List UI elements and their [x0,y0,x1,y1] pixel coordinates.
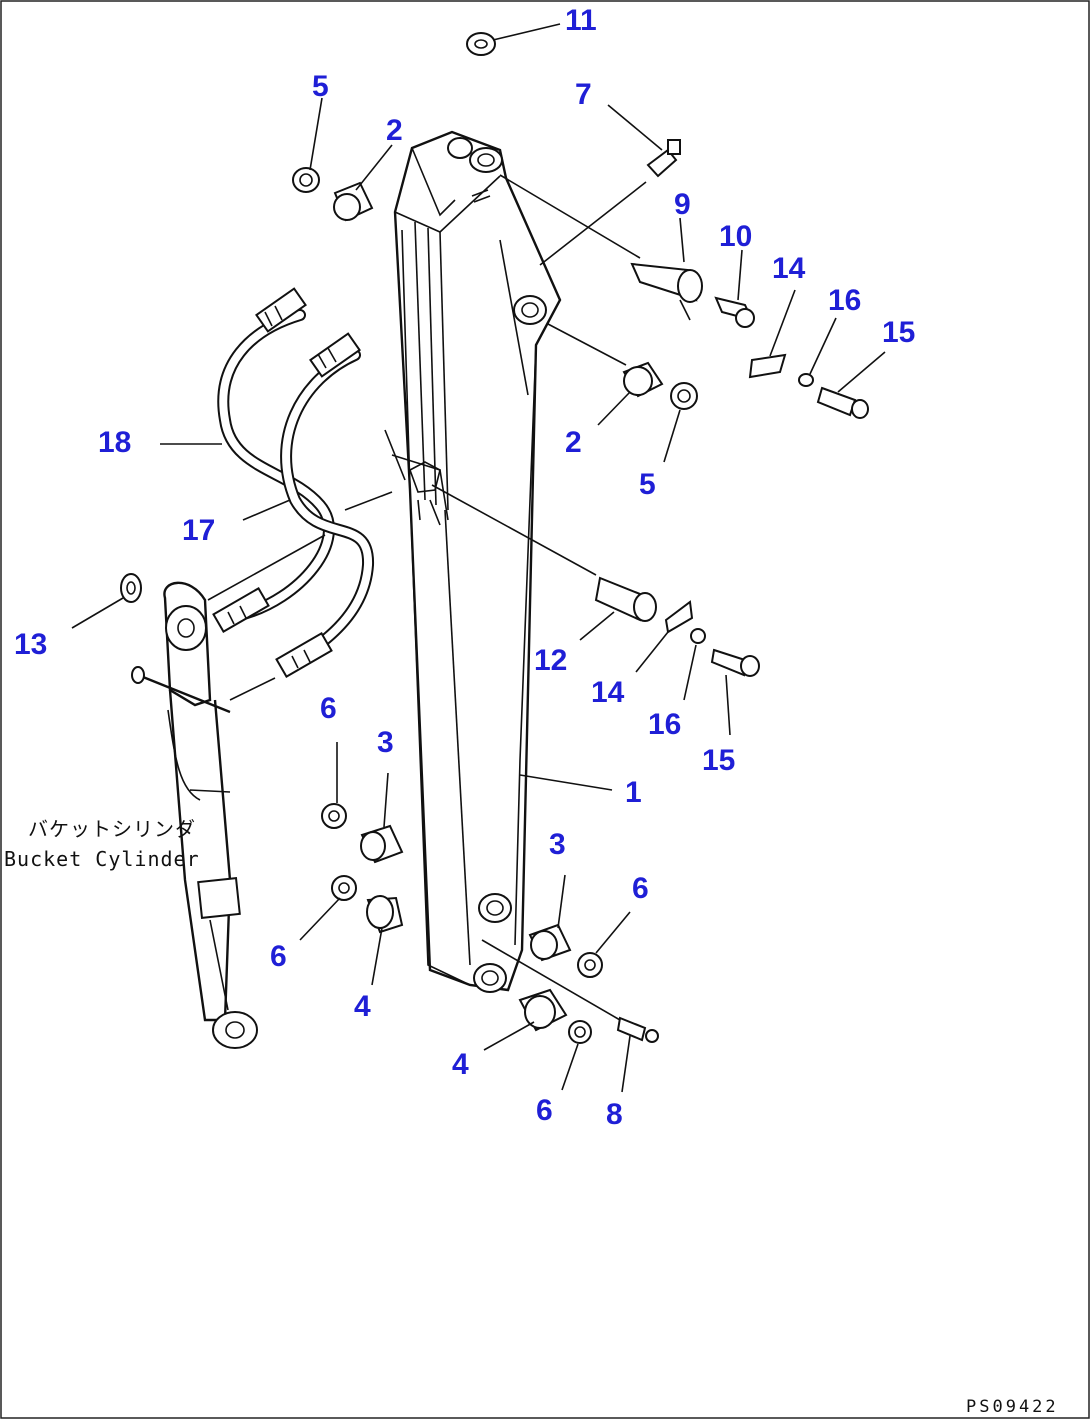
callout-4: 4 [452,1048,469,1081]
callout-7: 7 [575,78,592,111]
hoses [212,287,375,679]
callout-6: 6 [536,1094,553,1127]
part-6-seal [321,803,347,829]
callout-3: 3 [549,828,566,861]
part-6-seal [568,1020,592,1044]
part-6-seal [577,952,603,978]
callout-6: 6 [632,872,649,905]
callout-4: 4 [354,990,371,1023]
part-16-washer [690,628,706,644]
callout-15: 15 [882,316,915,349]
callout-16: 16 [828,284,861,317]
parts [120,32,869,1044]
part-14-plate [748,353,787,379]
part-6-seal [331,875,357,901]
callout-2: 2 [386,114,403,147]
part-5-seal [670,382,698,410]
callout-1: 1 [625,776,642,809]
part-5-seal [292,167,320,193]
callout-3: 3 [377,726,394,759]
caption-japanese: バケットシリンダ [28,817,196,841]
callout-13: 13 [14,628,47,661]
callout-14: 14 [591,676,625,709]
leader-lines [71,23,886,1093]
part-14-plate [664,600,694,634]
part-11-shim [466,32,496,56]
bucket-cylinder [131,581,258,1049]
callout-6: 6 [270,940,287,973]
part-16-washer [798,373,814,387]
callout-10: 10 [719,220,752,253]
part-15-bolt [816,386,857,417]
callout-labels: 11 7 5 2 9 10 14 16 15 18 2 5 17 13 12 1… [14,4,915,1131]
part-15-bolt [710,648,747,677]
callout-16: 16 [648,708,681,741]
callout-8: 8 [606,1098,623,1131]
callout-12: 12 [534,644,567,677]
drawing-code: PS09422 [966,1397,1059,1417]
part-13-washer [120,573,142,603]
callout-11: 11 [565,4,597,37]
callout-18: 18 [98,426,131,459]
callout-5: 5 [312,70,329,103]
part-7-grease-fitting [646,148,678,178]
callout-5: 5 [639,468,656,501]
callout-6: 6 [320,692,337,725]
caption-english: Bucket Cylinder [4,847,200,871]
callout-17: 17 [182,514,215,547]
part-8-grease-fitting [616,1016,647,1042]
callout-9: 9 [674,188,691,221]
callout-14: 14 [772,252,806,285]
arm-body [384,130,562,993]
callout-15: 15 [702,744,735,777]
callout-2: 2 [565,426,582,459]
